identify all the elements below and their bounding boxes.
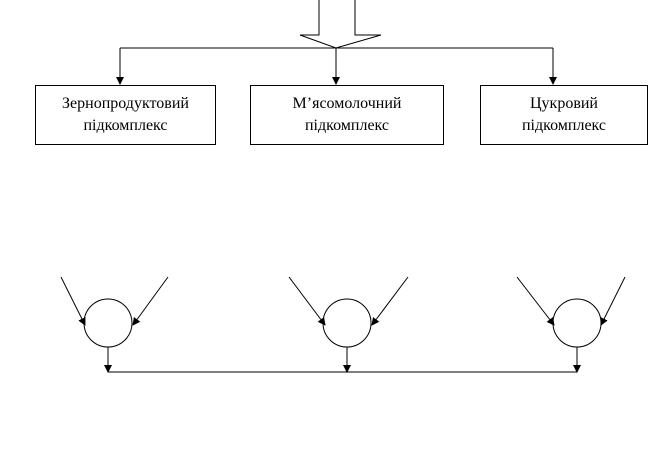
box-sugar-line2: підкомплекс: [521, 117, 607, 134]
box-meat-line2: підкомплекс: [304, 117, 390, 134]
node-3-input-left: [516, 276, 555, 326]
node-circle-3: [552, 298, 602, 348]
node-3-input-right: [600, 276, 626, 326]
node-circle-2: [322, 298, 372, 348]
box-meat-line1: М’ясомолочний: [292, 95, 402, 112]
node-2-input-right: [371, 276, 409, 326]
node-group-1: [60, 276, 169, 373]
node-group-2: [288, 276, 409, 373]
node-circle-1: [83, 298, 133, 348]
input-block-arrow: [299, 0, 382, 49]
box-grain-line1: Зернопродуктовий: [62, 95, 189, 112]
box-grain-subcomplex: Зернопродуктовий підкомплекс: [35, 85, 216, 145]
node-1-input-right: [132, 276, 169, 326]
node-1-input-left: [60, 276, 86, 326]
node-group-3: [516, 276, 626, 373]
node-2-input-left: [288, 276, 326, 326]
box-grain-line2: підкомплекс: [83, 117, 168, 134]
box-sugar-line1: Цукровий: [529, 95, 598, 112]
box-meat-dairy-subcomplex: М’ясомолочний підкомплекс: [250, 85, 444, 145]
box-sugar-subcomplex: Цукровий підкомплекс: [480, 85, 648, 145]
